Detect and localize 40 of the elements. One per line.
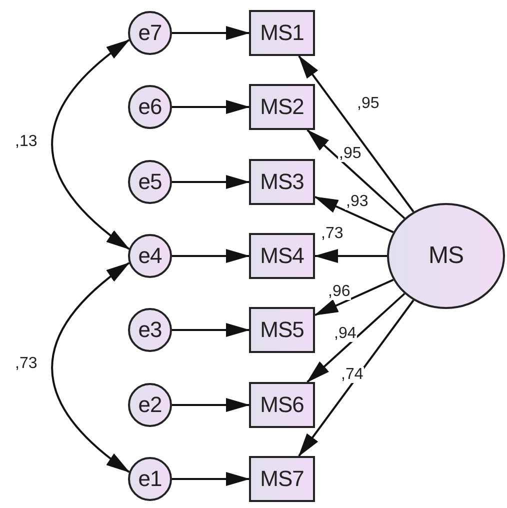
edge-label: ,73 [14,356,38,372]
edge-label: ,95 [338,146,362,162]
observed-variable-box: MS3 [249,159,315,205]
error-term-circle: e2 [128,383,172,427]
covariance-arrow [51,39,130,250]
path-arrow [314,278,394,316]
path-arrow [306,129,406,220]
edge-label: ,93 [345,194,370,210]
edge-label: ,13 [14,134,38,150]
observed-variable-box: MS6 [249,382,315,428]
error-term-circle: e4 [128,234,172,278]
observed-variable-box: MS4 [249,233,315,279]
observed-variable-box: MS7 [249,456,315,502]
edge-label: ,95 [356,96,380,112]
error-term-circle: e7 [128,11,172,55]
path-arrow [314,196,394,234]
path-arrow [172,100,250,114]
path-arrow [172,249,250,263]
covariance-arrow [51,262,130,473]
path-arrow [298,300,414,457]
observed-variable-box: MS2 [249,84,315,130]
latent-variable-ellipse: MS [387,203,505,309]
observed-variable-box: MS5 [249,307,315,353]
path-arrow [306,292,406,383]
path-arrow [172,398,250,412]
edge-label: ,74 [340,367,364,383]
error-term-circle: e5 [128,160,172,204]
edge-label: ,96 [327,284,352,300]
observed-variable-box: MS1 [249,10,315,56]
path-arrow [172,323,250,337]
error-term-circle: e1 [128,457,172,501]
path-arrow [172,472,250,486]
path-arrow [298,55,414,212]
path-arrow [172,26,250,40]
edge-label: ,94 [333,326,358,342]
error-term-circle: e3 [128,308,172,352]
error-term-circle: e6 [128,85,172,129]
edge-label: ,73 [320,226,344,242]
path-arrow [314,249,387,263]
path-arrow [172,175,250,189]
